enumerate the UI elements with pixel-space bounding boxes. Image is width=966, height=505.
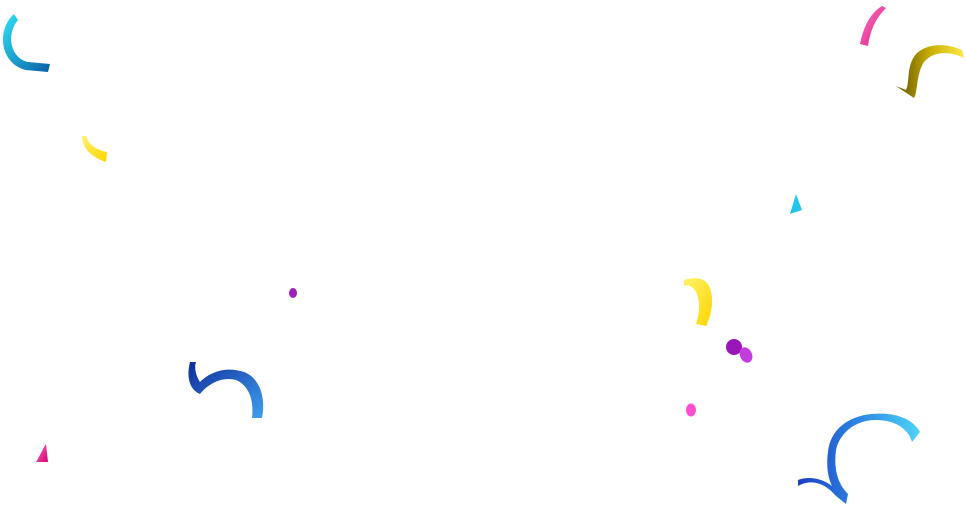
confetti-ribbon-cyan bbox=[2, 14, 51, 72]
confetti-ribbon-royal-blue bbox=[188, 362, 264, 418]
confetti-dot-hot-pink bbox=[686, 403, 696, 417]
confetti-dot-purple-small bbox=[289, 288, 297, 298]
confetti-shard-cyan bbox=[790, 194, 802, 214]
confetti-dot-purple bbox=[726, 339, 742, 355]
confetti-ribbon-yellow-large bbox=[684, 278, 713, 326]
confetti-dot-violet bbox=[739, 347, 753, 363]
confetti-ribbon-sky-blue bbox=[798, 413, 920, 504]
confetti-shard-magenta bbox=[36, 444, 48, 462]
confetti-streak-magenta bbox=[860, 6, 886, 46]
confetti-ribbon-gold bbox=[896, 45, 964, 98]
confetti-ribbon-yellow-small bbox=[82, 136, 107, 162]
